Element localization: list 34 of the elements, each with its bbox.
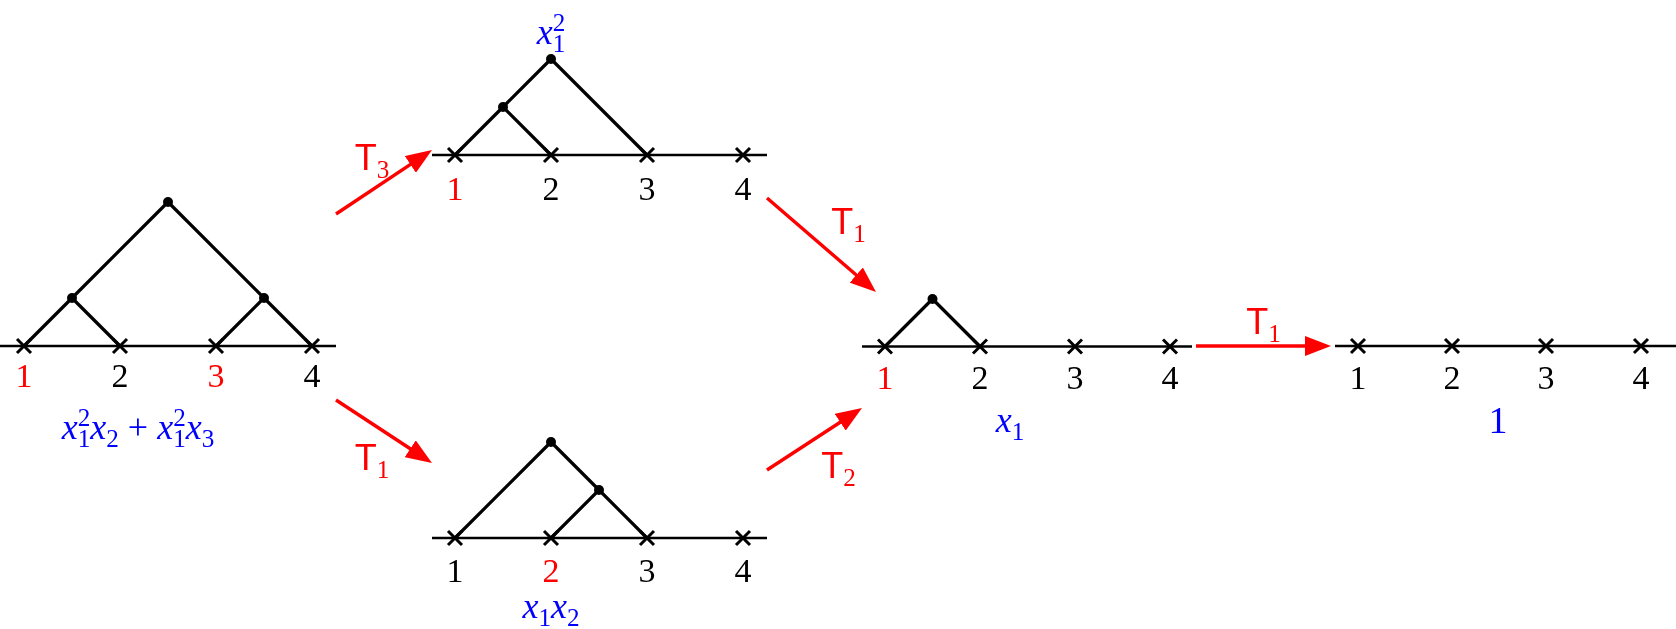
leaf-number: 3 bbox=[1537, 361, 1555, 395]
leaf-number: 3 bbox=[1066, 361, 1084, 395]
arrow bbox=[765, 196, 876, 292]
polynomial-label: x$_{1}$$^{2}$x$_{2}$ + x$_{1}$$^{2}$x$_{3}$ bbox=[61, 409, 215, 445]
polynomial-label: x$_{1}$x$_{2}$ bbox=[522, 588, 580, 624]
arrow bbox=[335, 150, 432, 216]
leaf-number: 2 bbox=[542, 172, 560, 206]
edge-label: T$_{1}$ bbox=[1246, 304, 1281, 340]
leaf-number: 1 bbox=[446, 172, 464, 206]
polynomial-label: x$_{1}$ bbox=[995, 402, 1025, 438]
leaf-number: 2 bbox=[111, 359, 129, 393]
leaf-number: 2 bbox=[971, 361, 989, 395]
edge-label: T$_{3}$ bbox=[354, 140, 390, 176]
polynomial-label: 1 bbox=[1488, 401, 1508, 439]
leaf-number: 1 bbox=[446, 554, 464, 588]
leaf-number: 4 bbox=[303, 359, 321, 393]
leaf-number: 4 bbox=[734, 172, 752, 206]
arrow bbox=[1196, 336, 1331, 356]
leaf-number: 3 bbox=[207, 359, 225, 393]
leaf-number: 4 bbox=[1632, 361, 1650, 395]
leaf-number: 1 bbox=[15, 359, 33, 393]
leaf-number: 2 bbox=[1443, 361, 1461, 395]
leaf-number: 1 bbox=[1349, 361, 1367, 395]
leaf-number: 1 bbox=[876, 361, 894, 395]
leaf-number: 4 bbox=[734, 554, 752, 588]
edge-label: T$_{1}$ bbox=[831, 204, 866, 240]
leaf-number: 3 bbox=[638, 554, 656, 588]
arrow bbox=[766, 408, 862, 472]
leaf-number: 3 bbox=[638, 172, 656, 206]
edge-label: T$_{2}$ bbox=[821, 448, 856, 484]
leaf-number: 4 bbox=[1161, 361, 1179, 395]
arrow bbox=[335, 398, 432, 463]
leaf-number: 2 bbox=[542, 554, 560, 588]
edge-label: T$_{1}$ bbox=[354, 439, 390, 476]
